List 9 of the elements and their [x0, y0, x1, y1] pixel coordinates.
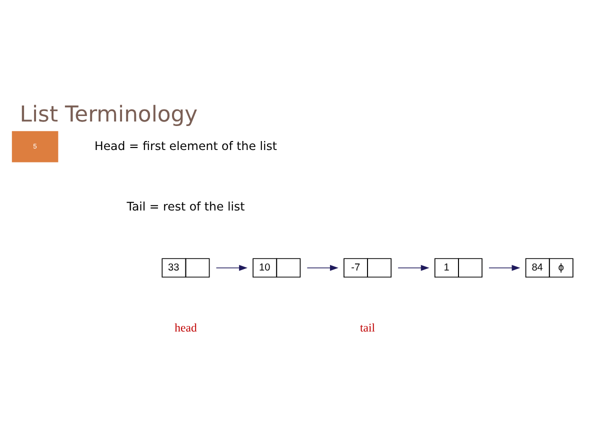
arrow — [488, 264, 520, 271]
arrow — [398, 264, 430, 271]
arrow — [216, 264, 248, 271]
arrow — [306, 264, 338, 271]
label: tail — [360, 322, 376, 335]
label: Head = first element of the list — [94, 138, 277, 153]
diagram-title: List Terminology — [20, 102, 198, 128]
label: head — [174, 322, 197, 335]
label: Tail = rest of the list — [126, 199, 245, 214]
